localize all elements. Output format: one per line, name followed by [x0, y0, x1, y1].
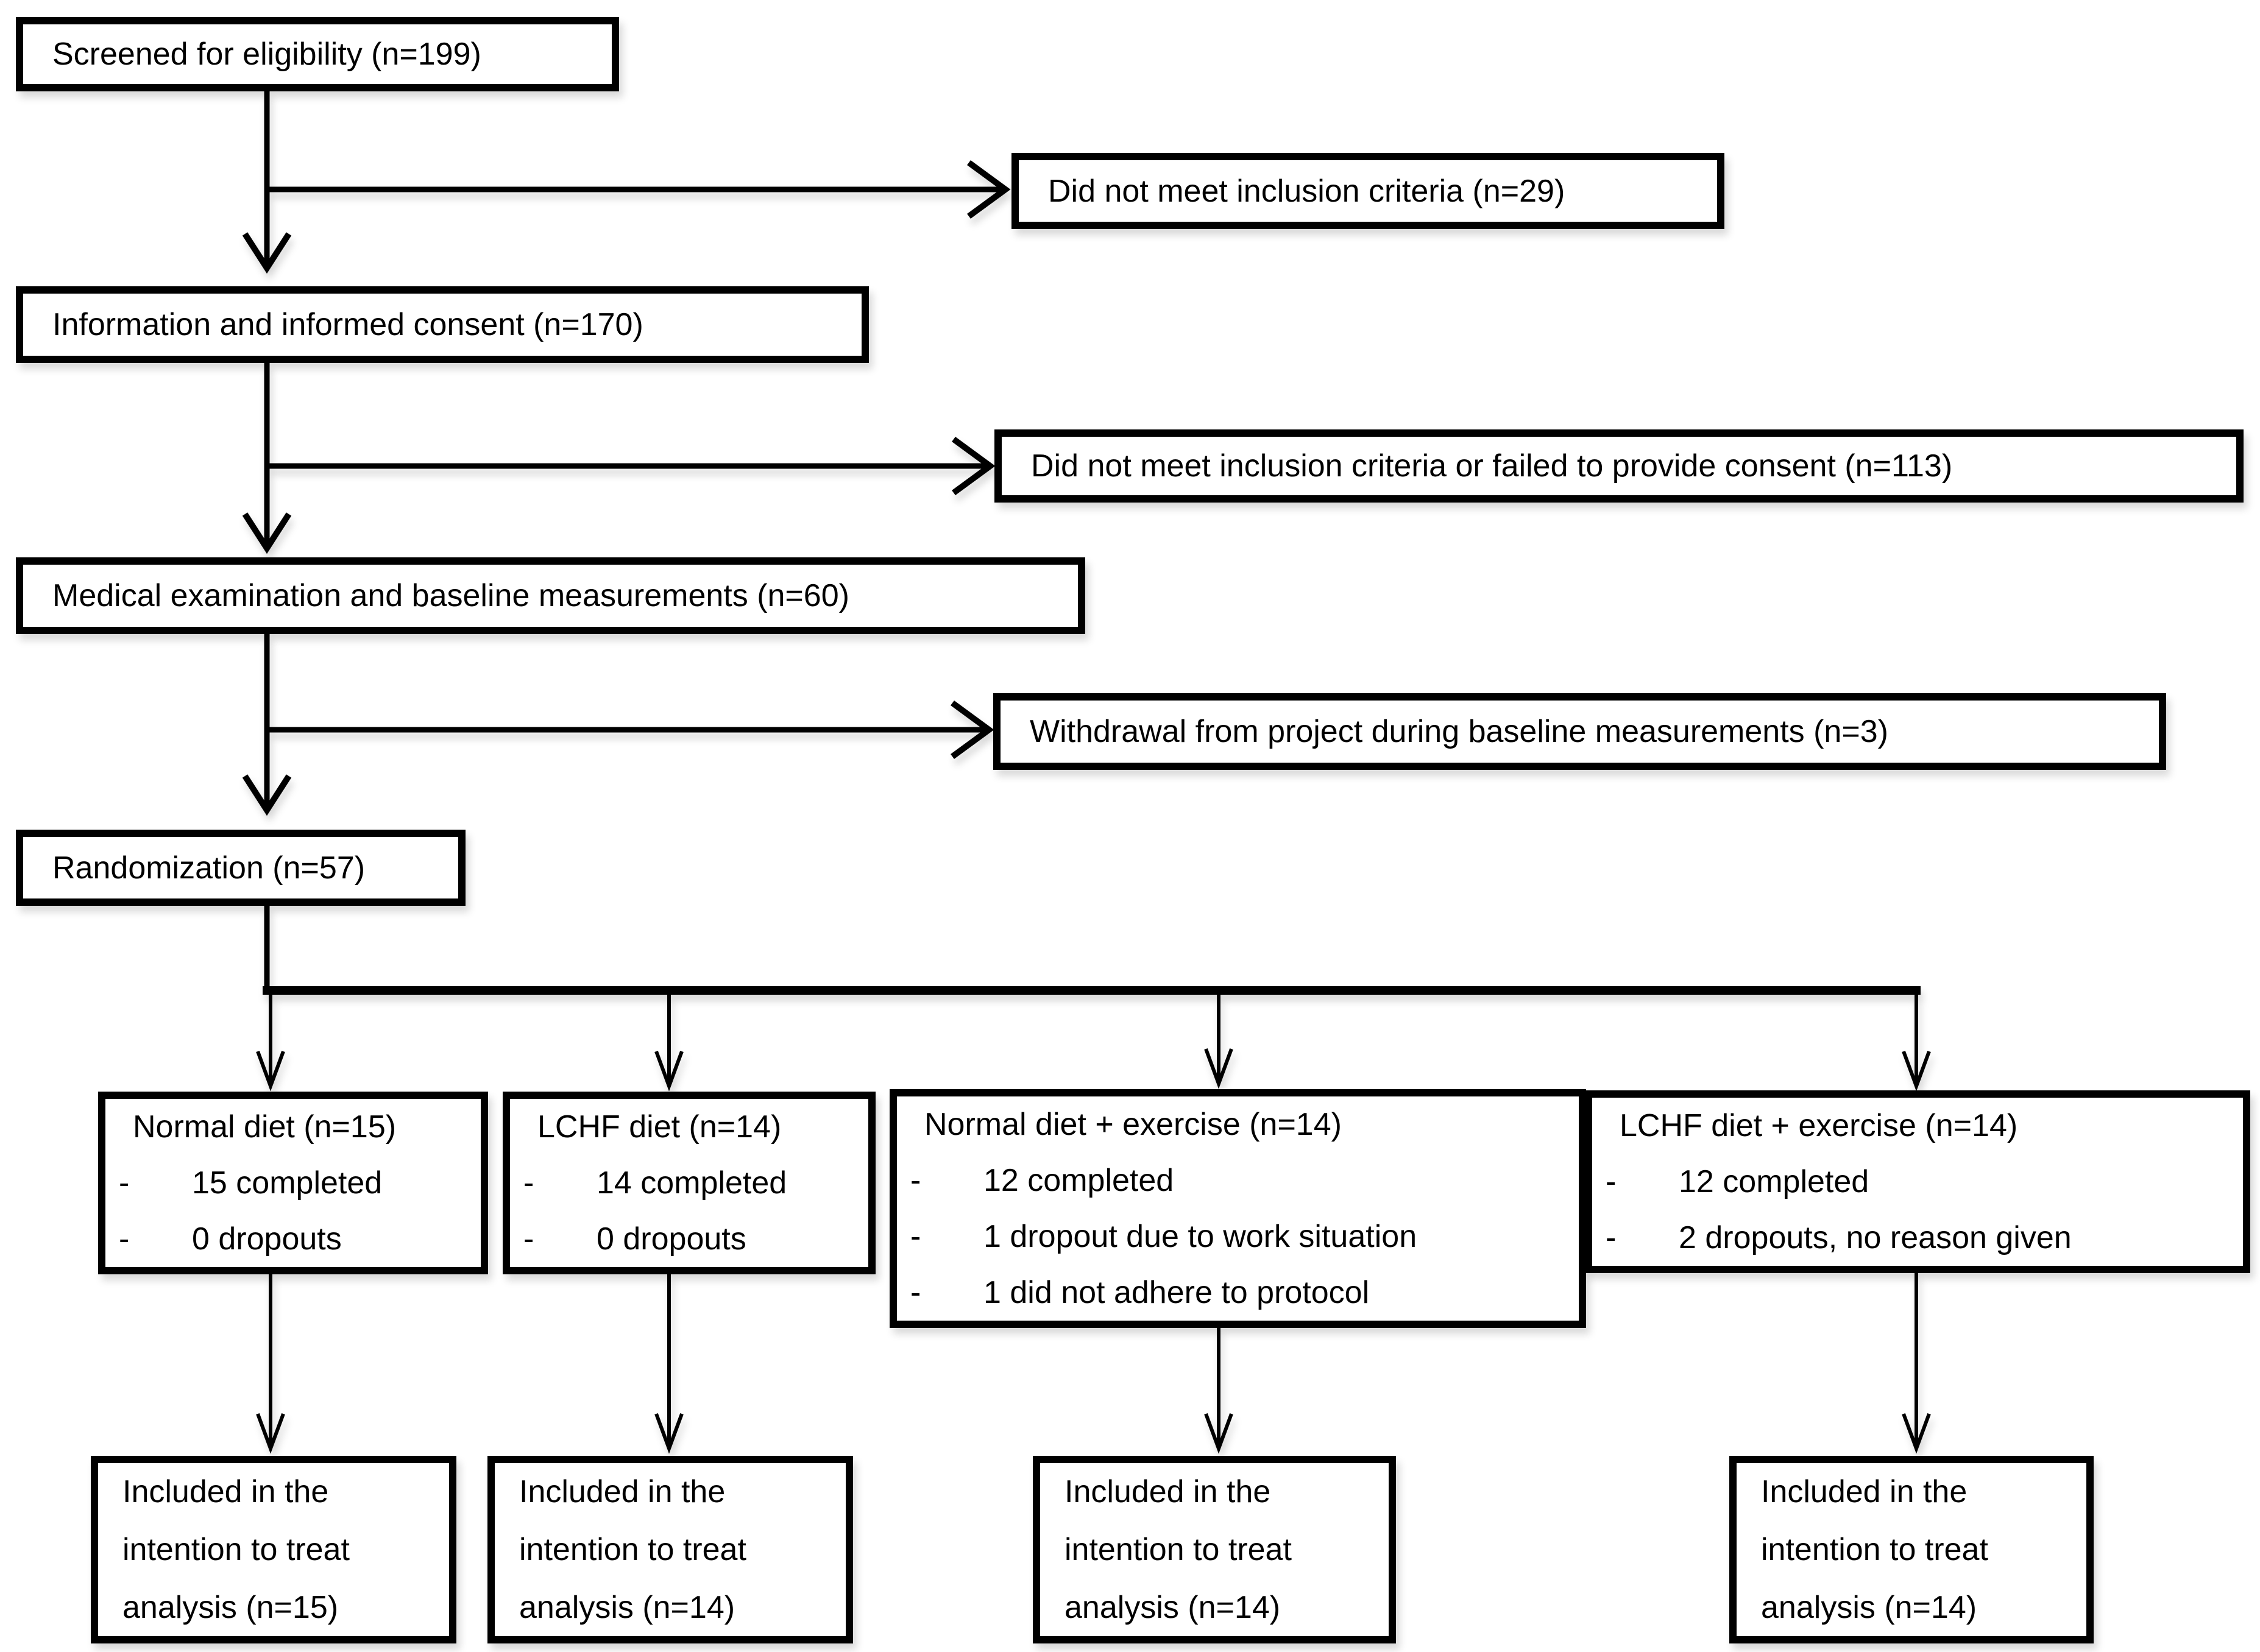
arrow-to-arm-normal-diet	[256, 990, 285, 1092]
bullet-dash: -	[910, 1219, 921, 1254]
box-exclusion-withdrawal: Withdrawal from project during baseline …	[993, 693, 2166, 770]
box-itt-normal-diet: Included in the intention to treat analy…	[91, 1456, 456, 1643]
arm-normal-diet-exercise-bullet: - 12 completed	[897, 1153, 1567, 1209]
box-screened: Screened for eligibility (n=199)	[16, 17, 619, 91]
arm-lchf-diet-exercise-title: LCHF diet + exercise (n=14)	[1620, 1108, 2018, 1143]
randomization-distributor-line	[263, 906, 1921, 995]
arrow-arm4-to-itt	[1902, 1273, 1931, 1454]
arrow-to-arm-lchf-diet-exercise	[1902, 990, 1931, 1092]
bullet-text: 12 completed	[983, 1163, 1174, 1198]
bullet-text: 15 completed	[192, 1165, 383, 1201]
box-itt-normal-diet-exercise-label: Included in the intention to treat analy…	[1064, 1474, 1292, 1625]
box-exclusion-consent-label: Did not meet inclusion criteria or faile…	[1031, 448, 1953, 484]
box-itt-normal-diet-exercise: Included in the intention to treat analy…	[1033, 1456, 1396, 1643]
arrow-arm3-to-itt	[1204, 1328, 1233, 1454]
box-arm-lchf-diet: LCHF diet (n=14) - 14 completed - 0 drop…	[503, 1092, 876, 1274]
bullet-text: 2 dropouts, no reason given	[1679, 1220, 2072, 1255]
box-exclusion-consent: Did not meet inclusion criteria or faile…	[994, 429, 2244, 503]
arrow-to-exclusion-criteria	[267, 160, 1011, 219]
bullet-dash: -	[119, 1165, 130, 1201]
arm-lchf-diet-exercise-bullet: - 12 completed	[1592, 1154, 2231, 1210]
box-medical-examination: Medical examination and baseline measure…	[16, 557, 1085, 634]
arrow-medical-to-randomization	[242, 634, 292, 816]
arrow-arm1-to-itt	[256, 1274, 285, 1454]
arm-normal-diet-bullet: - 15 completed	[105, 1155, 469, 1211]
bullet-dash: -	[1606, 1220, 1617, 1255]
box-arm-normal-diet-exercise: Normal diet + exercise (n=14) - 12 compl…	[890, 1089, 1586, 1328]
arrow-consent-to-medical	[242, 363, 292, 554]
arrow-screened-to-consent	[242, 91, 292, 274]
box-medical-examination-label: Medical examination and baseline measure…	[52, 578, 849, 613]
bullet-text: 0 dropouts	[192, 1221, 342, 1257]
arrow-to-arm-lchf-diet	[654, 990, 684, 1092]
box-informed-consent-label: Information and informed consent (n=170)	[52, 307, 643, 342]
bullet-text: 0 dropouts	[597, 1221, 746, 1257]
box-itt-lchf-diet: Included in the intention to treat analy…	[487, 1456, 853, 1643]
box-exclusion-criteria: Did not meet inclusion criteria (n=29)	[1011, 153, 1724, 229]
arrow-to-exclusion-consent	[267, 436, 996, 496]
bullet-dash: -	[119, 1221, 130, 1257]
arrow-arm2-to-itt	[654, 1274, 684, 1454]
arm-lchf-diet-bullet: - 14 completed	[510, 1155, 856, 1211]
arm-lchf-diet-exercise-bullet: - 2 dropouts, no reason given	[1592, 1210, 2231, 1266]
arm-lchf-diet-bullet: - 0 dropouts	[510, 1211, 856, 1267]
box-randomization-label: Randomization (n=57)	[52, 850, 366, 886]
arm-normal-diet-title: Normal diet (n=15)	[133, 1109, 397, 1145]
box-arm-lchf-diet-exercise: LCHF diet + exercise (n=14) - 12 complet…	[1585, 1090, 2250, 1273]
box-itt-lchf-diet-exercise-label: Included in the intention to treat analy…	[1761, 1474, 1988, 1625]
box-randomization: Randomization (n=57)	[16, 830, 466, 906]
box-itt-normal-diet-label: Included in the intention to treat analy…	[122, 1474, 350, 1625]
bullet-dash: -	[523, 1221, 534, 1257]
arm-normal-diet-exercise-title: Normal diet + exercise (n=14)	[924, 1107, 1342, 1142]
bullet-dash: -	[910, 1163, 921, 1198]
bullet-text: 14 completed	[597, 1165, 787, 1201]
box-informed-consent: Information and informed consent (n=170)	[16, 286, 869, 363]
arm-normal-diet-bullet: - 0 dropouts	[105, 1211, 469, 1267]
box-arm-normal-diet: Normal diet (n=15) - 15 completed - 0 dr…	[98, 1092, 488, 1274]
box-screened-label: Screened for eligibility (n=199)	[52, 37, 481, 72]
bullet-text: 1 dropout due to work situation	[983, 1219, 1417, 1254]
box-itt-lchf-diet-exercise: Included in the intention to treat analy…	[1729, 1456, 2094, 1643]
bullet-dash: -	[523, 1165, 534, 1201]
bullet-text: 12 completed	[1679, 1164, 1869, 1199]
arm-normal-diet-exercise-bullet: - 1 dropout due to work situation	[897, 1209, 1567, 1265]
arm-normal-diet-exercise-bullet: - 1 did not adhere to protocol	[897, 1265, 1567, 1321]
box-exclusion-withdrawal-label: Withdrawal from project during baseline …	[1030, 714, 1888, 749]
box-exclusion-criteria-label: Did not meet inclusion criteria (n=29)	[1048, 173, 1565, 209]
bullet-dash: -	[1606, 1164, 1617, 1199]
arrow-to-arm-normal-diet-exercise	[1204, 990, 1233, 1089]
bullet-dash: -	[910, 1275, 921, 1310]
bullet-text: 1 did not adhere to protocol	[983, 1275, 1370, 1310]
arrow-to-exclusion-withdrawal	[267, 700, 994, 760]
box-itt-lchf-diet-label: Included in the intention to treat analy…	[519, 1474, 746, 1625]
arm-lchf-diet-title: LCHF diet (n=14)	[537, 1109, 782, 1145]
